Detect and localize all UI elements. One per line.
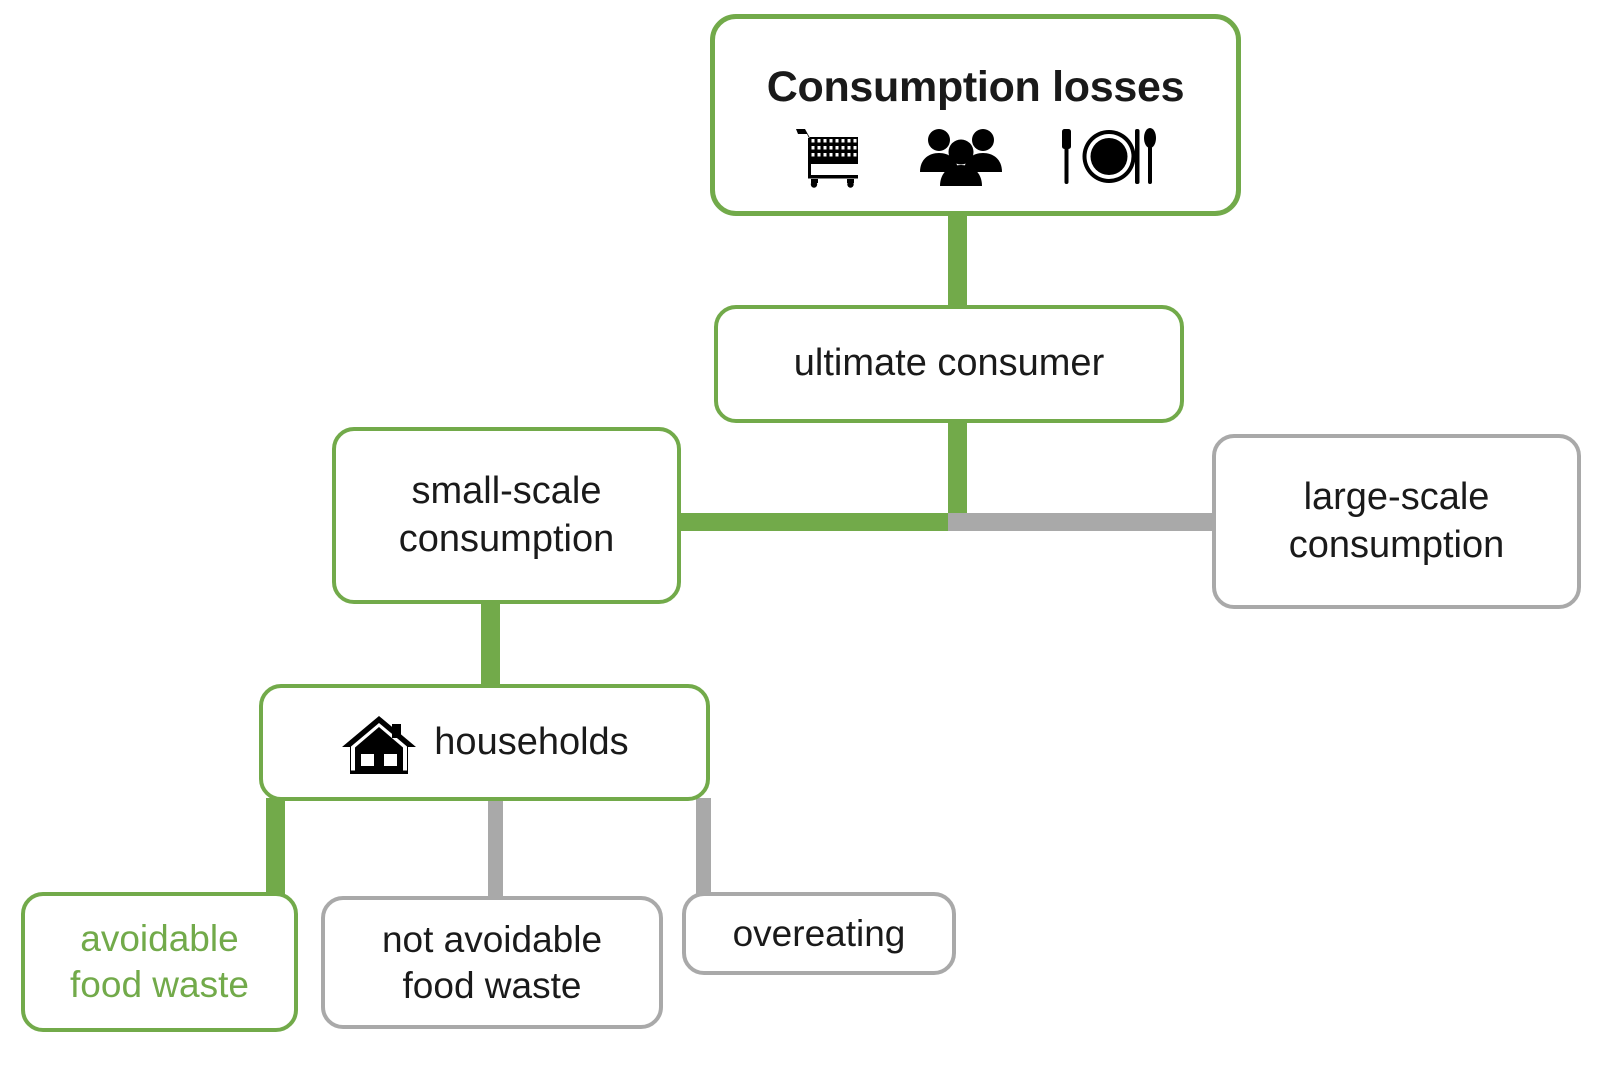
node-ultimate-consumer-label: ultimate consumer [793,342,1105,385]
connector-small-scale-to-households [481,600,500,690]
connector-ultimate-to-junction [948,420,967,524]
node-small-scale-consumption-label: small-scale consumption [398,470,615,560]
node-consumption-losses-label: Consumption losses [766,63,1185,111]
node-avoidable-food-waste[interactable]: avoidable food waste [21,892,298,1032]
node-large-scale-consumption-label: large-scale consumption [1288,476,1505,566]
node-overeating[interactable]: overeating [682,892,956,975]
connector-households-to-not-avoidable [488,798,503,902]
connector-junction-to-large-scale [948,513,1220,531]
plate-cutlery-icon [1060,126,1158,188]
house-icon [340,710,418,776]
node-ultimate-consumer[interactable]: ultimate consumer [714,305,1184,423]
connector-junction-to-small-scale [672,513,962,531]
node-consumption-losses-icons [794,126,1158,189]
node-not-avoidable-food-waste[interactable]: not avoidable food waste [321,896,663,1029]
node-large-scale-consumption[interactable]: large-scale consumption [1212,434,1581,609]
node-small-scale-consumption[interactable]: small-scale consumption [332,427,681,604]
node-overeating-label: overeating [732,912,906,954]
node-households-label: households [434,720,629,763]
node-consumption-losses[interactable]: Consumption losses [710,14,1241,216]
node-avoidable-food-waste-label: avoidable food waste [70,918,249,1005]
connector-households-to-avoidable [266,798,285,898]
shopping-cart-icon [794,126,862,189]
people-group-icon [918,126,1004,188]
node-households[interactable]: households [259,684,710,801]
node-not-avoidable-food-waste-label: not avoidable food waste [381,918,603,1006]
connector-root-to-ultimate [948,213,967,309]
